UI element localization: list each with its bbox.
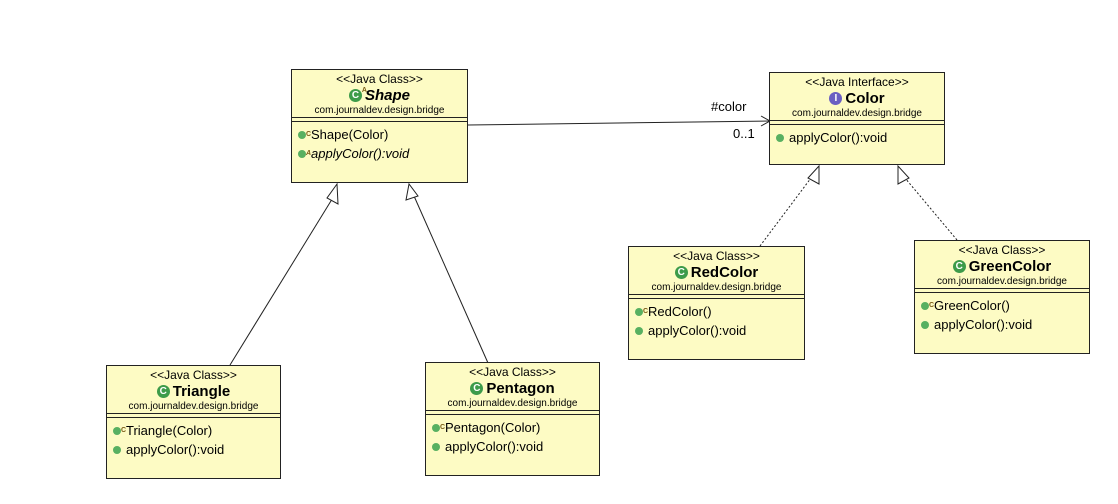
class-header: <<Java Class>> C GreenColor com.journald… <box>915 241 1089 289</box>
package-name: com.journaldev.design.bridge <box>937 276 1067 287</box>
class-name: Triangle <box>172 383 231 400</box>
realization-line-redcolor <box>759 177 812 247</box>
method-label: applyColor():void <box>126 442 225 457</box>
stereotype: <<Java Class>> <box>469 365 556 379</box>
class-header: <<Java Class>> C Pentagon com.journaldev… <box>426 363 599 411</box>
package-name: com.journaldev.design.bridge <box>792 108 922 119</box>
constructor-icon: C <box>113 426 126 435</box>
class-icon: C <box>674 266 688 279</box>
method-row[interactable]: applyColor():void <box>921 315 1089 334</box>
method-label: applyColor():void <box>934 317 1033 332</box>
method-label: Pentagon(Color) <box>445 420 541 435</box>
stereotype: <<Java Class>> <box>336 72 423 86</box>
package-name: com.journaldev.design.bridge <box>314 105 445 116</box>
stereotype: <<Java Class>> <box>673 249 760 263</box>
class-icon: C <box>470 382 484 395</box>
realization-arrowhead-redcolor <box>807 164 820 185</box>
inheritance-arrowhead-triangle <box>326 182 339 205</box>
class-box-redcolor[interactable]: <<Java Class>> C RedColor com.journaldev… <box>628 246 805 360</box>
constructor-icon: C <box>432 423 445 432</box>
attribute-compartment <box>629 295 804 299</box>
abstract-method-icon: A <box>298 149 311 158</box>
method-label: Triangle(Color) <box>126 423 213 438</box>
attribute-compartment <box>292 118 467 122</box>
method-label: applyColor():void <box>445 439 544 454</box>
attribute-compartment <box>426 411 599 415</box>
class-name: GreenColor <box>968 258 1052 275</box>
class-icon: C <box>952 260 966 273</box>
realization-line-greencolor <box>904 177 958 241</box>
realization-arrowhead-greencolor <box>897 164 910 185</box>
constructor-icon: C <box>921 301 934 310</box>
stereotype: <<Java Interface>> <box>805 75 909 89</box>
method-label: GreenColor() <box>934 298 1010 313</box>
public-method-icon <box>432 442 440 451</box>
attribute-compartment <box>107 414 280 418</box>
class-box-greencolor[interactable]: <<Java Class>> C GreenColor com.journald… <box>914 240 1090 354</box>
method-label: applyColor():void <box>648 323 747 338</box>
inheritance-arrowhead-pentagon <box>405 182 419 201</box>
class-icon: C <box>156 385 170 398</box>
class-name: Color <box>845 90 885 107</box>
class-header: <<Java Interface>> I Color com.journalde… <box>770 73 944 121</box>
method-row[interactable]: applyColor():void <box>432 437 599 456</box>
method-row[interactable]: applyColor():void <box>113 440 280 459</box>
inheritance-line-pentagon <box>413 195 489 364</box>
class-name: RedColor <box>690 264 759 281</box>
method-label: applyColor():void <box>311 146 410 161</box>
public-method-icon <box>776 133 784 142</box>
method-row[interactable]: applyColor():void <box>635 321 804 340</box>
public-method-icon <box>921 320 929 329</box>
public-method-icon <box>113 445 121 454</box>
stereotype: <<Java Class>> <box>150 368 237 382</box>
interface-icon: I <box>829 92 843 105</box>
interface-box-color[interactable]: <<Java Interface>> I Color com.journalde… <box>769 72 945 165</box>
attribute-compartment <box>915 289 1089 293</box>
association-role-label: #color <box>711 99 747 114</box>
constructor-icon: C <box>635 307 648 316</box>
inheritance-line-triangle <box>229 195 335 366</box>
method-label: RedColor() <box>648 304 712 319</box>
stereotype: <<Java Class>> <box>958 243 1046 257</box>
package-name: com.journaldev.design.bridge <box>447 398 578 409</box>
constructor-icon: C <box>298 130 311 139</box>
method-row[interactable]: applyColor():void <box>776 128 944 147</box>
class-box-pentagon[interactable]: <<Java Class>> C Pentagon com.journaldev… <box>425 362 600 476</box>
method-label: Shape(Color) <box>311 127 389 142</box>
package-name: com.journaldev.design.bridge <box>651 282 782 293</box>
method-label: applyColor():void <box>789 130 888 145</box>
association-multiplicity-label: 0..1 <box>733 126 755 141</box>
class-name: Shape <box>364 87 410 104</box>
method-compartment: applyColor():void <box>770 125 944 147</box>
package-name: com.journaldev.design.bridge <box>128 401 259 412</box>
class-box-triangle[interactable]: <<Java Class>> C Triangle com.journaldev… <box>106 365 281 479</box>
association-line <box>467 120 771 126</box>
class-name: Pentagon <box>486 380 555 397</box>
public-method-icon <box>635 326 643 335</box>
class-header: <<Java Class>> C Triangle com.journaldev… <box>107 366 280 414</box>
attribute-compartment <box>770 121 944 125</box>
class-header: <<Java Class>> C RedColor com.journaldev… <box>629 247 804 295</box>
